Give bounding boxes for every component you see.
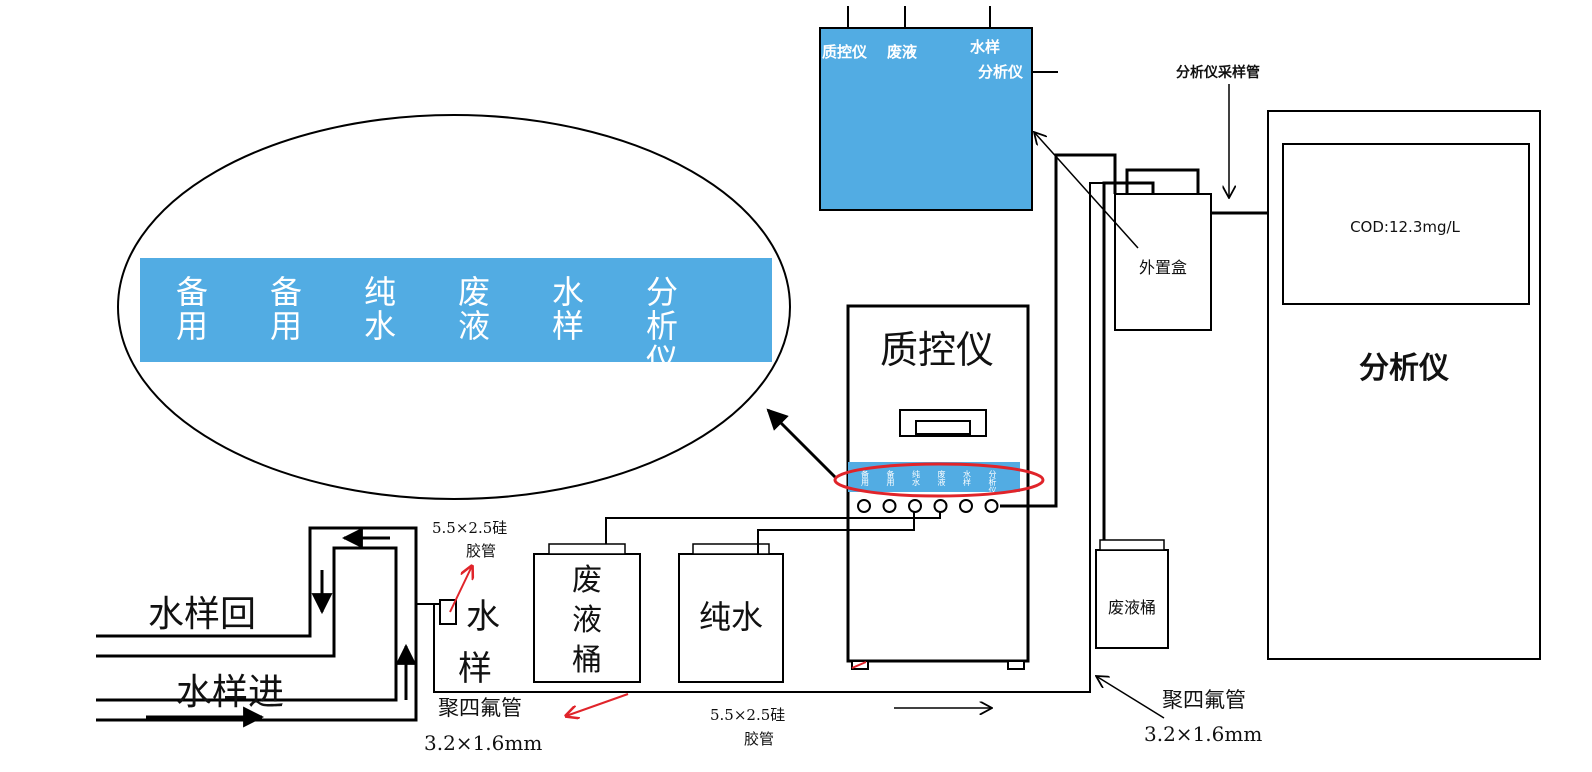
- zoom-port-label-3-char-1: 纯: [364, 273, 396, 311]
- pure-water-label: 纯水: [699, 598, 763, 636]
- qc-port-circle-1: [857, 499, 871, 513]
- qc-port-label-6-char-2: 析: [989, 477, 997, 487]
- qc-box-label-quality: 质控仪: [822, 43, 868, 61]
- zoom-port-label-4-char-2: 液: [458, 307, 490, 345]
- pure-water-bucket: 纯水: [678, 543, 784, 683]
- analyzer-title: 分析仪: [1359, 351, 1449, 386]
- qc-port-circle-6: [984, 499, 999, 513]
- zoom-port-label-6-char-1: 分: [646, 273, 678, 311]
- qc-port-label-1-char-1: 备: [861, 469, 869, 479]
- zoom-pointer-arrow: [766, 408, 838, 480]
- qc-port-circles: [857, 499, 999, 513]
- qc-box-label-analyzer: 分析仪: [978, 63, 1024, 81]
- waste-bucket-left-char-3: 桶: [572, 643, 602, 678]
- qc-box-top: 质控仪 废液 水样 分析仪: [819, 6, 1058, 211]
- label-silicone-top-1: 5.5×2.5硅: [432, 519, 507, 537]
- qc-port-label-4-char-1: 废: [938, 469, 946, 479]
- zoom-port-label-1-char-1: 备: [176, 273, 208, 311]
- zoom-port-label-3-char-2: 水: [364, 307, 396, 345]
- qc-display-inner: [915, 420, 971, 435]
- qc-port-label-5-char-2: 样: [963, 477, 971, 487]
- qc-port-label-4-char-2: 液: [938, 477, 946, 487]
- analyzer: COD:12.3mg/L 分析仪 分析仪采样管: [1176, 64, 1541, 660]
- zoom-port-label-6-char-2: 析: [646, 307, 678, 345]
- sampling-tube-label: 分析仪采样管: [1176, 64, 1260, 81]
- label-ptfe-left-1: 聚四氟管: [438, 696, 522, 720]
- qc-port-label-6-char-3: 仪: [989, 486, 997, 495]
- waste-bucket-left: 废 液 桶: [533, 543, 641, 683]
- qc-box-label-sample: 水样: [970, 38, 1000, 56]
- external-box: 外置盒: [1034, 132, 1268, 550]
- qc-port-label-1-char-2: 用: [861, 478, 869, 487]
- analyzer-reading: COD:12.3mg/L: [1350, 218, 1460, 236]
- external-box-pointer: [1034, 132, 1139, 249]
- waste-bucket-right-label: 废液桶: [1108, 598, 1156, 617]
- label-silicone-top-2: 胶管: [466, 542, 496, 560]
- sample-char-2: 样: [458, 649, 492, 689]
- analyzer-screen: [1282, 143, 1530, 305]
- label-ptfe-left-2: 3.2×1.6mm: [424, 731, 542, 755]
- qc-port-label-3-char-2: 水: [912, 477, 920, 487]
- qc-port-label-2-char-1: 备: [887, 469, 895, 479]
- zoom-port-label-5-char-1: 水: [552, 273, 584, 311]
- zoom-port-panel: [140, 258, 772, 362]
- qc-instrument-title: 质控仪: [880, 328, 994, 372]
- waste-bucket-left-char-1: 废: [572, 563, 602, 598]
- label-sample-in: 水样进: [176, 672, 284, 713]
- zoom-port-label-6-char-3: 仪: [646, 341, 678, 379]
- qc-port-circle-4: [933, 499, 948, 513]
- sample-char-1: 水: [466, 597, 500, 637]
- label-silicone-bottom-1: 5.5×2.5硅: [710, 706, 785, 724]
- qc-port-circle-5: [959, 499, 973, 513]
- qc-box-label-waste: 废液: [887, 43, 918, 61]
- external-box-label: 外置盒: [1139, 258, 1187, 277]
- qc-port-label-3-char-1: 纯: [912, 469, 920, 479]
- flow-arrows: [146, 527, 1165, 728]
- label-sample-return: 水样回: [148, 594, 256, 635]
- zoom-port-label-2-char-1: 备: [270, 273, 302, 311]
- waste-bucket-right: 废液桶: [1095, 539, 1169, 649]
- zoom-port-label-4-char-1: 废: [458, 273, 490, 311]
- zoom-port-label-2-char-2: 用: [270, 307, 302, 345]
- label-ptfe-right-2: 3.2×1.6mm: [1144, 722, 1262, 746]
- qc-port-label-2-char-2: 用: [887, 478, 895, 487]
- qc-port-circle-3: [908, 499, 922, 513]
- label-silicone-bottom-2: 胶管: [744, 730, 774, 748]
- label-ptfe-right-1: 聚四氟管: [1162, 688, 1246, 712]
- qc-port-label-6-char-1: 分: [989, 470, 997, 479]
- pipes: [96, 153, 1127, 722]
- annotations: 水样回 水样进 水 样 5.5×2.5硅 胶管 5.5×2.5硅 胶管 聚四氟管…: [148, 519, 1262, 755]
- zoom-port-label-1-char-2: 用: [176, 307, 208, 345]
- qc-port-label-5-char-1: 水: [963, 469, 971, 479]
- zoom-port-label-5-char-2: 样: [552, 307, 584, 345]
- waste-bucket-left-char-2: 液: [572, 603, 602, 638]
- highlight-ellipse: [833, 462, 1045, 498]
- qc-port-circle-2: [882, 499, 897, 513]
